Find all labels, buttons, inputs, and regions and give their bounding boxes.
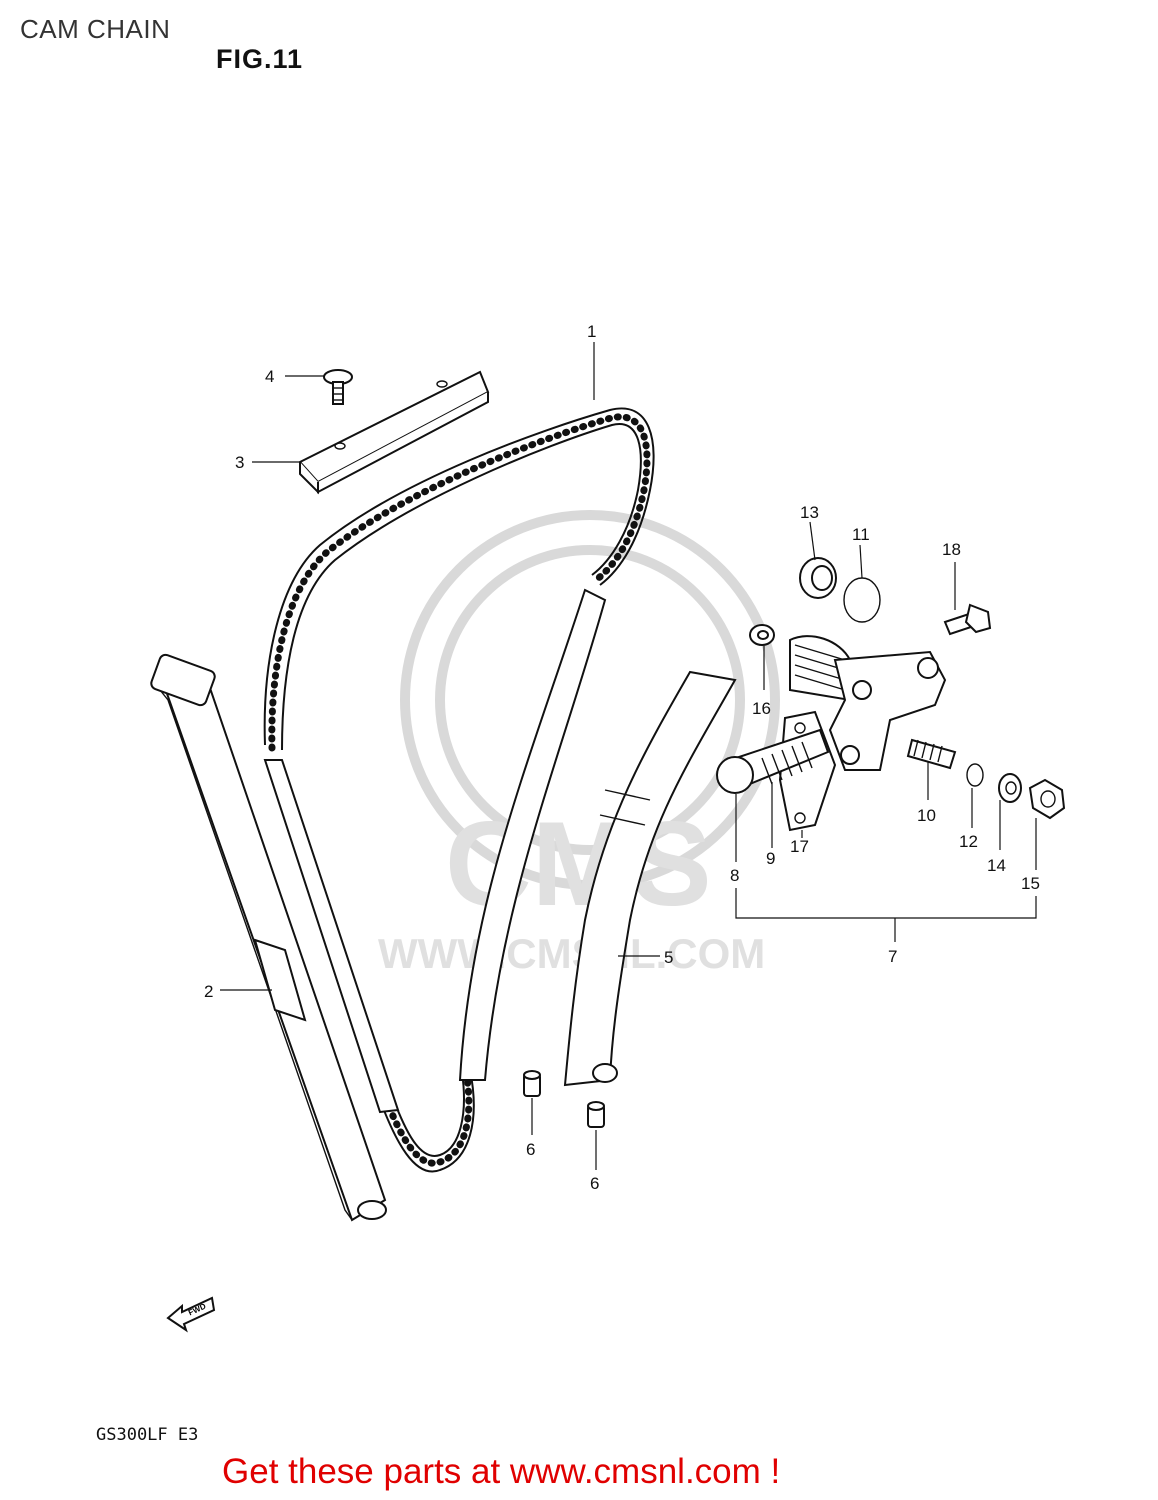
callout-17: 17 <box>790 837 809 856</box>
part-6-dowel-pin-b <box>587 1101 605 1128</box>
callout-numbers: 1 2 3 4 5 6 6 7 8 9 10 11 12 13 14 15 16… <box>204 322 1040 1193</box>
callout-2: 2 <box>204 982 213 1001</box>
fwd-arrow-icon: FWD <box>166 1296 216 1333</box>
model-code: GS300LF E3 <box>96 1425 199 1445</box>
callout-14: 14 <box>987 856 1006 875</box>
part-11-o-ring <box>843 577 881 623</box>
callout-18: 18 <box>942 540 961 559</box>
front-chain-guide <box>263 588 607 1114</box>
part-5-chain-guide <box>563 670 737 1087</box>
callout-1: 1 <box>587 322 596 341</box>
part-18-bolt <box>943 603 992 636</box>
callout-9: 9 <box>766 849 775 868</box>
watermark: CMS WWW.CMSNL.COM <box>378 510 780 977</box>
page-title: CAM CHAIN <box>20 14 171 44</box>
part-9-spring <box>761 741 813 785</box>
leader-lines <box>220 342 1037 1170</box>
figure-number: FIG.11 <box>216 44 304 74</box>
watermark-url-text: WWW.CMSNL.COM <box>378 930 765 977</box>
cta-link[interactable]: Get these parts at www.cmsnl.com ! <box>222 1452 781 1491</box>
part-13-oil-seal <box>799 557 837 599</box>
callout-11: 11 <box>852 525 870 544</box>
part-7-tensioner-assembly <box>789 635 947 771</box>
callout-16: 16 <box>752 699 771 718</box>
callout-8: 8 <box>730 866 739 885</box>
callout-5: 5 <box>664 948 673 967</box>
part-6-dowel-pin-a <box>523 1070 541 1097</box>
part-2-tensioner-arm <box>150 653 387 1222</box>
callout-13: 13 <box>800 503 819 522</box>
callout-6a: 6 <box>526 1140 535 1159</box>
watermark-logo-circle <box>400 510 780 890</box>
callout-7: 7 <box>888 947 897 966</box>
callout-3: 3 <box>235 453 244 472</box>
part-12-o-ring <box>966 763 984 787</box>
part-4-screw <box>323 369 353 405</box>
callout-4: 4 <box>265 367 274 386</box>
part-14-washer <box>998 773 1022 803</box>
callout-15: 15 <box>1021 874 1040 893</box>
part-15-nut <box>1028 778 1066 820</box>
watermark-logo-inner-circle <box>435 545 745 855</box>
callout-12: 12 <box>959 832 978 851</box>
callout-10: 10 <box>917 806 936 825</box>
part-10-adjusting-screw <box>906 738 957 770</box>
part-1-cam-chain <box>263 407 655 1173</box>
part-16-washer <box>749 624 775 646</box>
part-3-upper-chain-guide <box>298 370 490 495</box>
part-17-gasket <box>778 710 837 832</box>
callout-6b: 6 <box>590 1174 599 1193</box>
